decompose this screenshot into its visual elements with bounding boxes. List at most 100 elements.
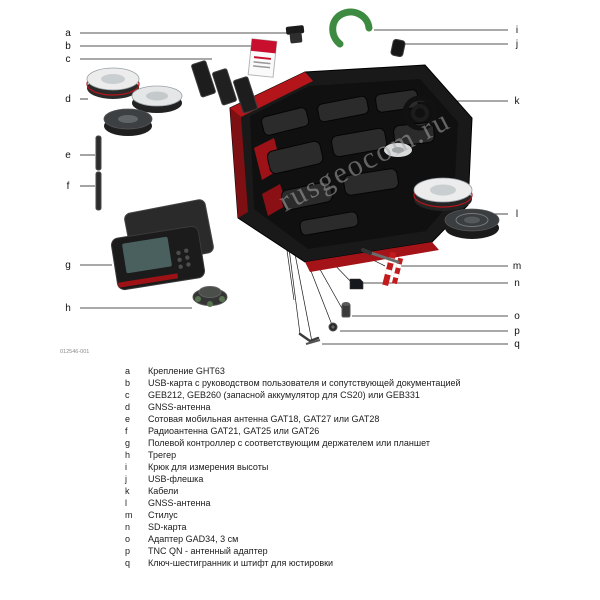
figure-number: 012546-001 [60,349,89,355]
legend-letter: a [125,366,131,376]
diagram-canvas: rusgeocom.ru a b c d e f g h i j k l m n… [60,8,521,355]
legend-letter: b [125,378,131,388]
keypad-key [184,248,189,253]
battery [191,60,216,98]
cellular-antenna [95,135,102,171]
callout-letter-a: a [65,28,71,39]
legend-item: m Стилус [125,509,467,521]
legend-letter: k [125,486,130,496]
tribrach-knob [219,296,225,302]
legend-text: GEB212, GEB260 (запасной аккумулятор для… [148,390,420,400]
tribrach-knob [207,301,213,307]
hex-key [298,332,321,345]
legend-text: Стилус [148,510,178,520]
keypad-key [178,264,183,269]
bracket-part [289,32,303,44]
legend-text: Полевой контроллер с соответствующим дер… [148,438,430,448]
pole-stripe [384,269,392,276]
callout-lines-left [80,32,290,309]
field-controller [110,199,214,291]
striped-pole [391,257,404,285]
legend-text: USB-карта с руководством пользователя и … [148,378,461,388]
controller-keypad [176,248,191,269]
stylus-shaft [366,250,400,264]
tnc-adapter [328,322,338,332]
controller-screen [122,236,172,274]
callout-letter-p: p [514,326,520,337]
callout-letter-h: h [65,303,71,314]
battery [233,76,258,114]
legend-text: Трегер [148,450,177,460]
foam-pockets [261,89,435,236]
callout-letter-n: n [514,278,520,289]
legend-letter: h [125,450,131,460]
gnss-antenna-stack-right [413,177,500,239]
callout-letter-f: f [67,181,70,192]
sensor-in-foam-center [392,147,404,153]
antenna-center [464,216,480,224]
bracket-ght63 [285,25,305,44]
callout-letter-b: b [65,41,71,52]
callout-letter-c: c [66,54,71,65]
bracket-part [285,25,305,35]
keypad-key [185,255,190,260]
legend-item: p TNC QN - антенный адаптер [125,545,467,557]
antenna-ring [455,213,489,227]
foam-pocket [299,211,359,236]
legend-item: h Трегер [125,449,467,461]
doc-card-red-band [250,38,277,54]
height-hook [329,8,373,48]
battery [212,68,237,106]
legend-letter: g [125,438,131,448]
equipment-case-diagram: rusgeocom.ru a b c d e f g h i j k l m n… [60,8,521,355]
antenna-top-ring [101,74,125,84]
legend-letter: c [125,390,130,400]
legend-item: d GNSS-антенна [125,401,467,413]
legend-item: q Ключ-шестигранник и штифт для юстировк… [125,557,467,569]
case-red-rim-left [230,108,248,218]
callout-letter-i: i [516,25,518,36]
legend-item: n SD-карта [125,521,467,533]
foam-pocket [331,127,388,158]
tnc-pin [331,325,335,329]
pole-stripe [393,273,400,279]
legend-letter: d [125,402,131,412]
antenna-top-ring [146,91,168,101]
callout-letter-e: e [65,150,71,161]
foam-pocket [317,95,369,123]
foam-pocket [266,140,324,175]
usb-doc-card [247,38,278,78]
keypad-key [177,257,182,263]
adapter-gad34 [341,302,351,318]
legend-item: c GEB212, GEB260 (запасной аккумулятор д… [125,389,467,401]
callout-letter-d: d [65,94,71,105]
foam-pocket [261,107,310,136]
cable-loop [411,104,429,122]
callout-letters: a b c d e f g h i j k l m n o p q [65,25,521,350]
antenna-top-ring [118,115,138,123]
callout-letter-o: o [514,311,520,322]
callout-letter-k: k [515,96,521,107]
doc-card-line [253,65,271,69]
legend-letter: e [125,414,131,424]
legend-item: a Крепление GHT63 [125,365,467,377]
legend-letter: l [125,498,127,508]
legend-text: SD-карта [148,522,187,532]
radio-antenna [95,171,102,211]
legend-text: GNSS-антенна [148,402,211,412]
legend-item: g Полевой контроллер с соответствующим д… [125,437,467,449]
legend-text: Крюк для измерения высоты [148,462,269,472]
usb-stick [390,38,406,58]
legend-text: GNSS-антенна [148,498,211,508]
legend-item: b USB-карта с руководством пользователя … [125,377,467,389]
callout-letter-j: j [515,39,518,50]
legend-item: i Крюк для измерения высоты [125,461,467,473]
legend-letter: o [125,534,131,544]
legend-item: j USB-флешка [125,473,467,485]
stylus [361,248,400,264]
callout-letter-g: g [65,260,71,271]
legend-text: Сотовая мобильная антенна GAT18, GAT27 и… [148,414,380,424]
legend-text: USB-флешка [148,474,204,484]
case-red-patch [262,184,287,216]
keypad-key [176,250,181,256]
